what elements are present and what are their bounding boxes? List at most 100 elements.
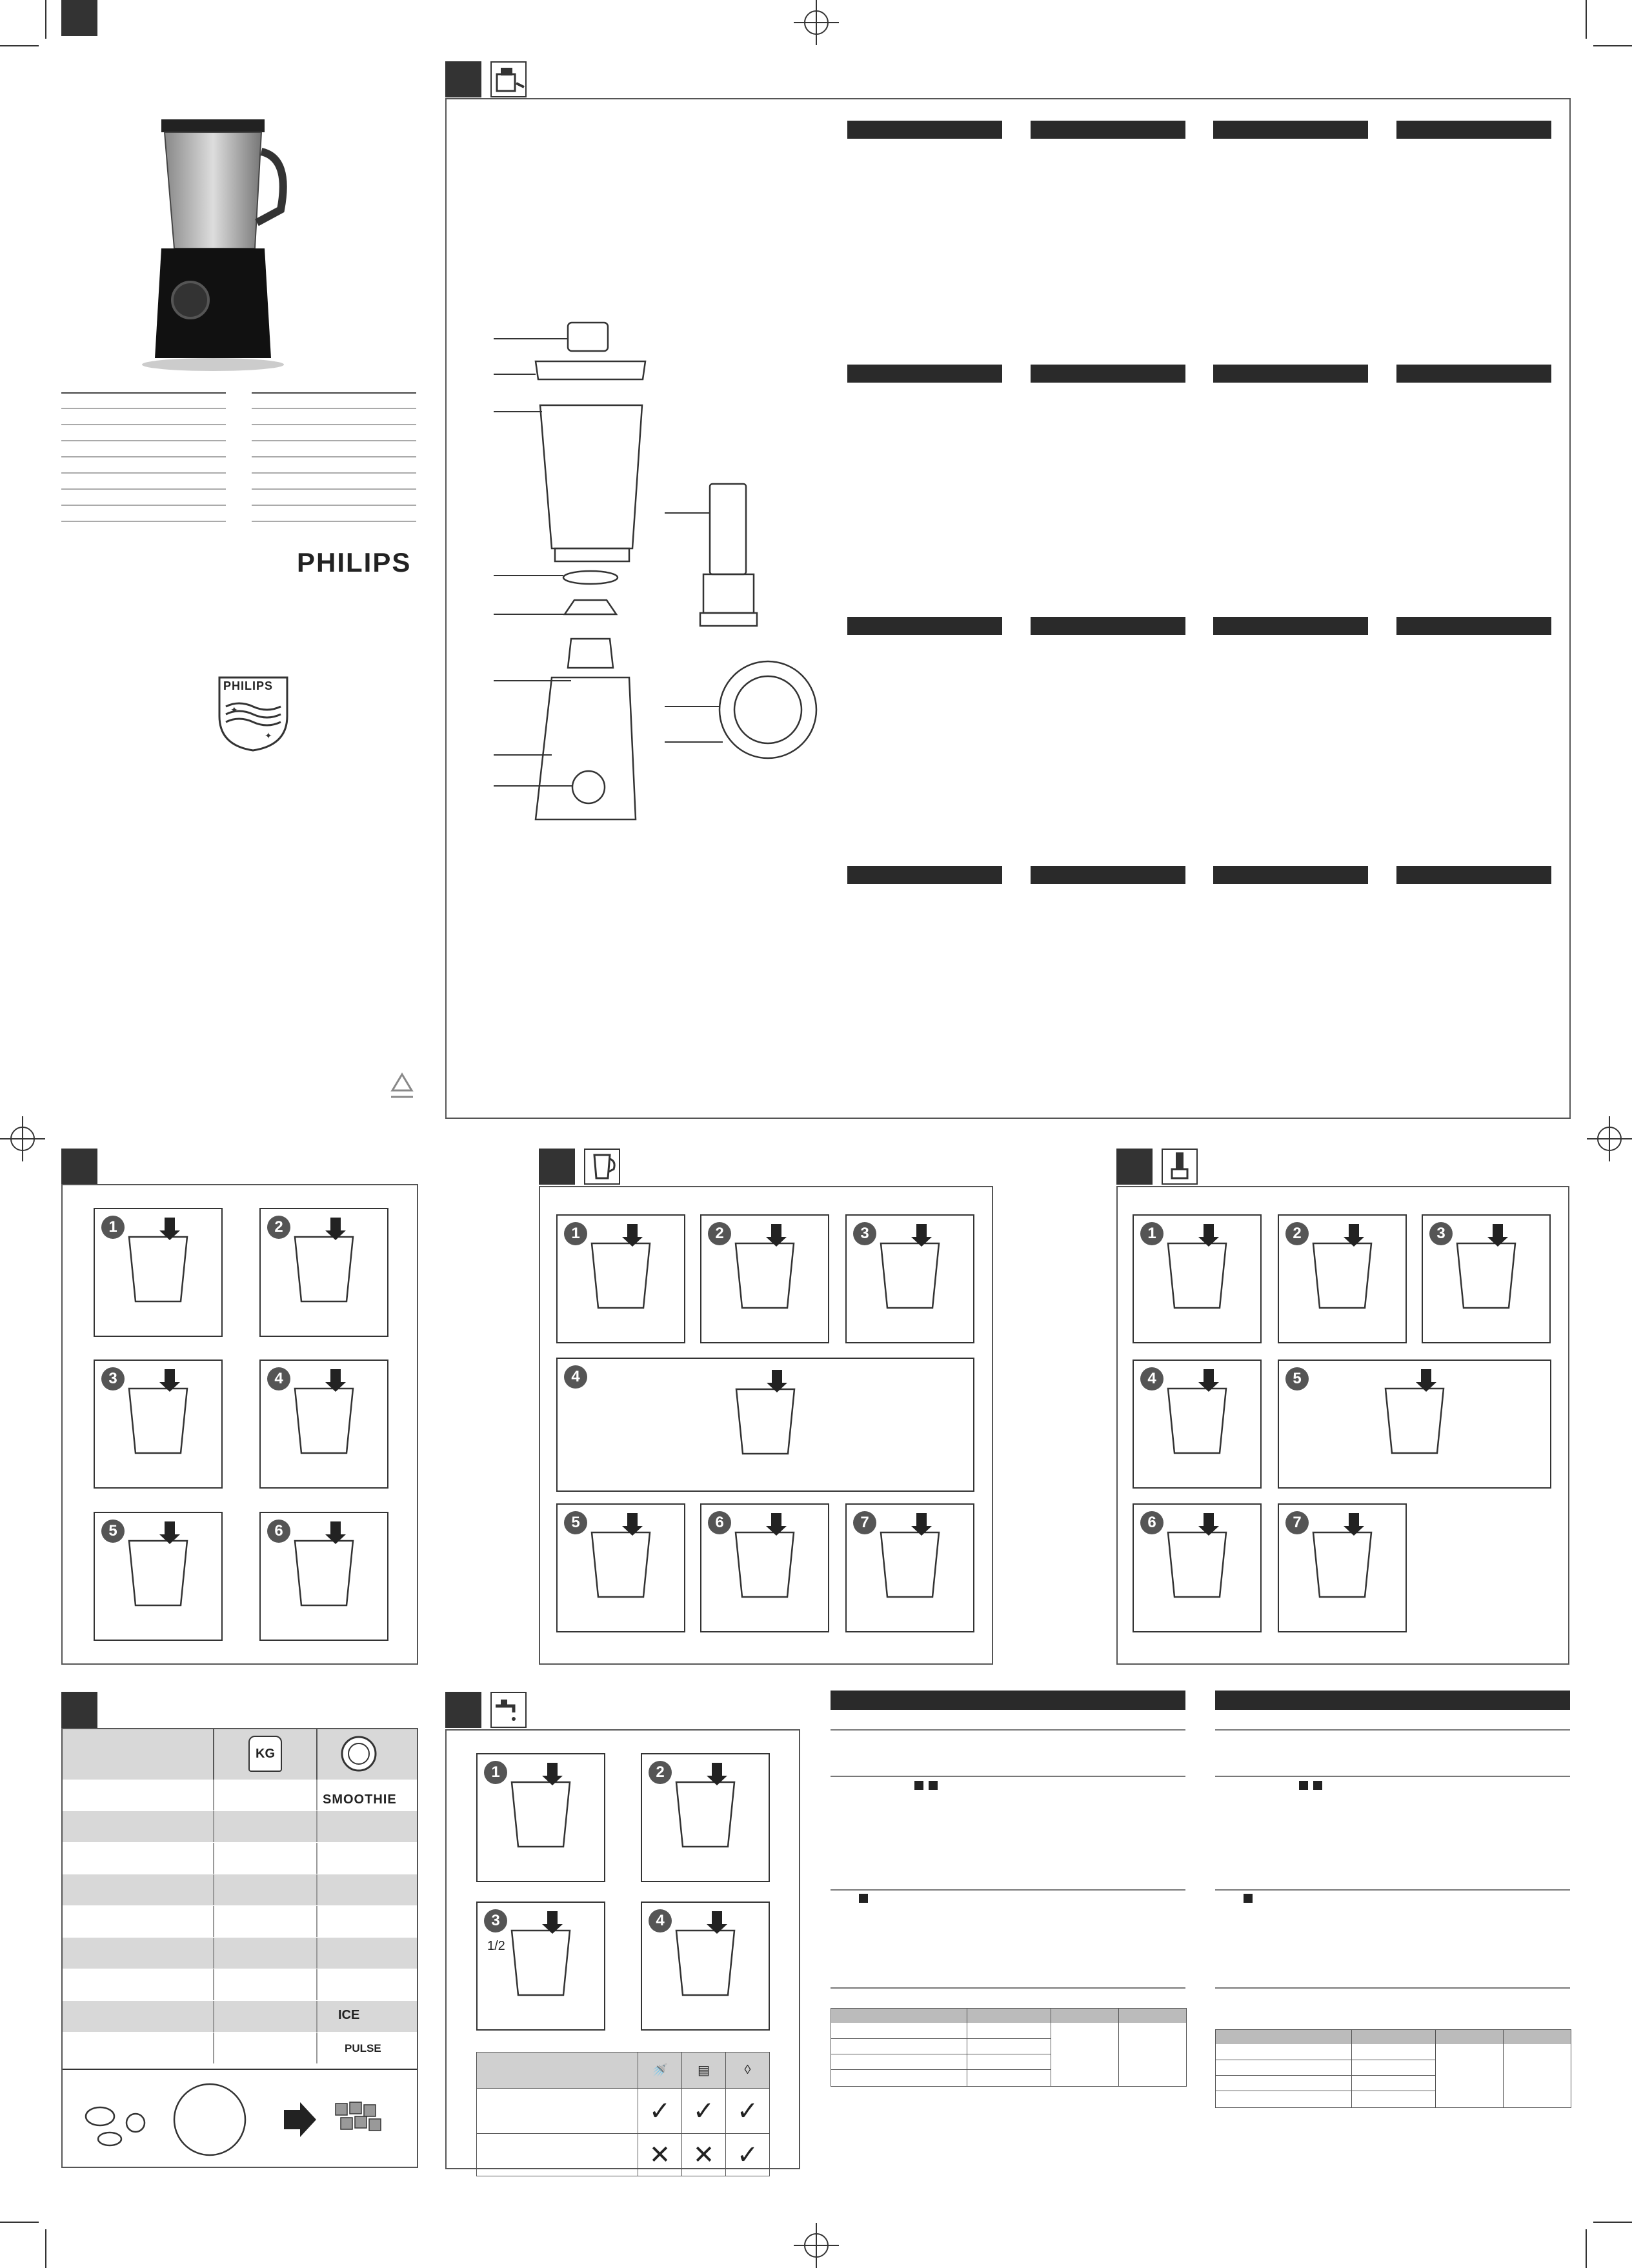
text-column-header — [831, 1691, 1185, 1710]
recipe-divider — [316, 1874, 317, 1905]
bullet-square — [1313, 1781, 1322, 1790]
recipe-row — [63, 1780, 417, 1811]
recipe-divider — [213, 1969, 214, 2000]
recipe-divider — [213, 1729, 214, 1780]
spec-col-rule — [1351, 2030, 1352, 2107]
language-index-line — [252, 472, 416, 474]
step-panel: 5 — [1278, 1360, 1551, 1489]
recipe-row — [63, 2001, 417, 2032]
step-illustration — [675, 1911, 736, 1996]
step-panel: 1 — [1133, 1214, 1262, 1343]
step-illustration — [1312, 1513, 1373, 1598]
step-number: 4 — [1140, 1367, 1164, 1390]
step-number: 4 — [267, 1367, 290, 1390]
registration-mark-bottom — [794, 2223, 839, 2268]
spec-table-header — [831, 2009, 1186, 2023]
language-index-line — [61, 424, 226, 425]
language-index-line — [252, 488, 416, 490]
recipe-ice-label: ICE — [338, 2008, 360, 2022]
cross-tap: ✕ — [638, 2133, 683, 2176]
filter-icon — [1162, 1149, 1198, 1185]
language-section-header — [847, 866, 1002, 884]
step-illustration — [880, 1513, 940, 1598]
crop-mark — [1586, 2229, 1587, 2268]
section-tag-filter — [1116, 1149, 1153, 1185]
language-section-header — [1213, 121, 1368, 139]
fill-half-label: 1/2 — [487, 1939, 505, 1953]
step-number: 7 — [853, 1511, 876, 1534]
step-panel: 5 — [556, 1503, 685, 1632]
check-tap: ✓ — [638, 2088, 683, 2134]
step-number: 3 — [1429, 1222, 1453, 1245]
recipe-row — [63, 1811, 417, 1842]
spec-table — [831, 2008, 1187, 2087]
text-rule — [1215, 1729, 1570, 1731]
language-section-header — [1396, 365, 1551, 383]
recipe-divider — [213, 1843, 214, 1874]
bullet-square — [929, 1781, 938, 1790]
step-illustration — [1167, 1369, 1227, 1454]
language-section-header — [847, 121, 1002, 139]
bullet-square — [859, 1894, 868, 1903]
step-illustration — [510, 1911, 571, 1996]
motor-unit-icon — [476, 2133, 639, 2176]
language-section-header — [847, 617, 1002, 635]
recycle-icon — [390, 1072, 414, 1098]
step-number: 5 — [1285, 1367, 1309, 1390]
step-illustration — [128, 1521, 188, 1607]
language-section-header — [847, 365, 1002, 383]
language-index-line — [61, 456, 226, 457]
step-illustration — [294, 1521, 354, 1607]
tap-icon — [490, 1692, 527, 1728]
recipe-divider — [316, 1843, 317, 1874]
dishwasher-icon: ▤ — [681, 2052, 726, 2089]
recipe-divider — [316, 1938, 317, 1969]
step-number: 2 — [649, 1761, 672, 1784]
recipe-divider — [213, 1938, 214, 1969]
step-number: 6 — [1140, 1511, 1164, 1534]
step-number: 1 — [1140, 1222, 1164, 1245]
section-tag-recipes — [61, 1692, 97, 1728]
step-panel: 7 — [845, 1503, 974, 1632]
step-panel: 4 — [259, 1360, 388, 1489]
language-index-line — [61, 505, 226, 506]
recipe-divider — [213, 1874, 214, 1905]
recipe-smoothie-label: SMOOTHIE — [323, 1792, 397, 1807]
cloth-icon: ◊ — [725, 2052, 770, 2089]
blender-jar-icon — [584, 1149, 620, 1185]
step-panel: 6 — [700, 1503, 829, 1632]
bullet-square — [1299, 1781, 1308, 1790]
step-panel: 1 — [556, 1214, 685, 1343]
section-tag-assembly — [61, 1149, 97, 1185]
language-index-line — [252, 505, 416, 506]
tap-water-icon: 🚿 — [638, 2052, 683, 2089]
language-index-line — [252, 392, 416, 394]
spec-col-rule — [1503, 2030, 1504, 2107]
language-index-line — [252, 424, 416, 425]
language-section-header — [1213, 617, 1368, 635]
registration-mark-right — [1587, 1116, 1632, 1161]
language-section-header — [1213, 365, 1368, 383]
step-number: 1 — [101, 1216, 125, 1239]
language-index-line — [61, 488, 226, 490]
section-tag-blending — [539, 1149, 575, 1185]
step-panel: 6 — [1133, 1503, 1262, 1632]
text-rule — [831, 1889, 1185, 1891]
recipe-divider — [213, 1811, 214, 1842]
step-illustration — [675, 1763, 736, 1848]
step-illustration — [294, 1218, 354, 1303]
spec-table-header — [1216, 2030, 1571, 2044]
crop-mark — [1593, 45, 1632, 46]
step-illustration — [1167, 1513, 1227, 1598]
recipe-divider — [316, 1811, 317, 1842]
recipe-divider — [316, 2032, 317, 2063]
registration-mark-left — [0, 1116, 45, 1161]
language-index-line — [61, 408, 226, 409]
language-section-header — [1396, 121, 1551, 139]
check-cloth: ✓ — [725, 2088, 770, 2134]
recipe-divider — [316, 1729, 317, 1780]
step-panel: 4 — [641, 1902, 770, 2031]
step-number: 2 — [267, 1216, 290, 1239]
bullet-square — [914, 1781, 923, 1790]
language-index-line — [252, 456, 416, 457]
